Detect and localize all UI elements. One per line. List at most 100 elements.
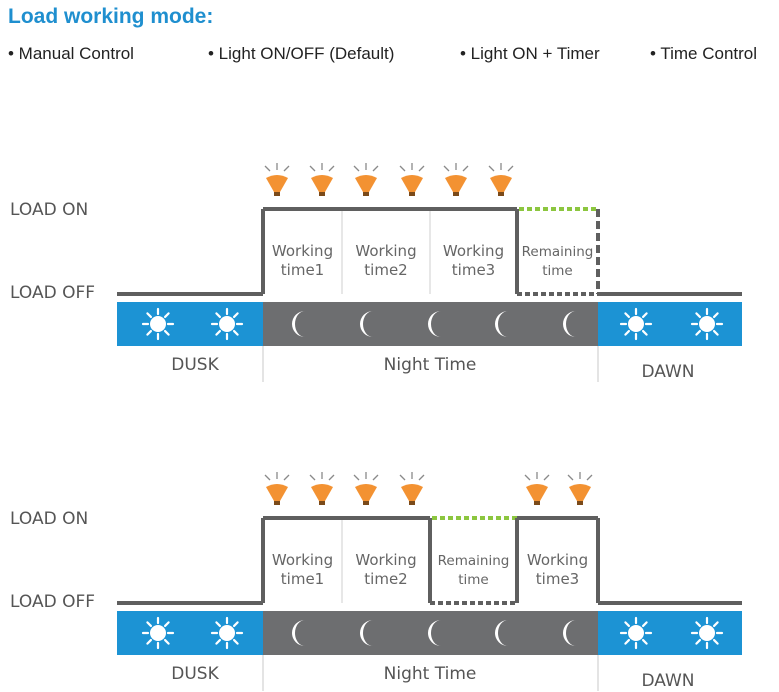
sun-ray: [624, 312, 631, 319]
sun-ray: [232, 329, 239, 336]
moon-icon: [292, 620, 305, 646]
mode-time-control: • Time Control: [650, 44, 758, 63]
segment-label-line1: Working: [443, 242, 504, 260]
segment-label-line2: time: [542, 263, 573, 279]
sun-ray: [163, 329, 170, 336]
bulb-ray: [462, 165, 469, 172]
sun-ray: [215, 312, 222, 319]
bulb-base: [534, 501, 540, 505]
bulb-base: [363, 192, 369, 196]
light-bulb-icon: [399, 163, 425, 196]
segment-label-line2: time3: [452, 261, 495, 279]
mode-light-on-off: • Light ON/OFF (Default): [208, 44, 395, 63]
bulb-ray: [567, 474, 574, 481]
sun-ray: [624, 638, 631, 645]
bulb-ray: [399, 474, 406, 481]
bulb-ray: [543, 474, 550, 481]
segment-label-line1: Working: [527, 551, 588, 569]
dusk-label: DUSK: [171, 355, 219, 375]
bulb-base: [409, 192, 415, 196]
bulb-ray: [264, 165, 271, 172]
moon-icon: [292, 311, 305, 337]
segment-label-line2: time1: [281, 570, 324, 588]
load-off-label: LOAD OFF: [10, 592, 95, 612]
sun-icon: [141, 616, 175, 650]
light-bulb-icon: [309, 163, 335, 196]
moon-icon: [360, 620, 373, 646]
sun-ray: [215, 621, 222, 628]
night-time-label: Night Time: [384, 664, 477, 684]
bulb-glass: [401, 484, 423, 501]
moon-icon: [428, 311, 441, 337]
segment-label-line2: time2: [364, 261, 407, 279]
bulb-ray: [372, 165, 379, 172]
load-off-label: LOAD OFF: [10, 283, 95, 303]
sun-ray: [641, 312, 648, 319]
bulb-glass: [445, 175, 467, 192]
night-time-label: Night Time: [384, 355, 477, 375]
sun-ray: [641, 638, 648, 645]
bulb-ray: [586, 474, 593, 481]
sun-icon: [619, 307, 653, 341]
sun-ray: [163, 638, 170, 645]
bulb-ray: [399, 165, 406, 172]
mode-manual-control: • Manual Control: [8, 44, 134, 63]
light-bulb-icon: [264, 472, 290, 505]
moon-icon: [495, 311, 508, 337]
bulb-ray: [264, 474, 271, 481]
light-bulb-icon: [353, 163, 379, 196]
bulb-ray: [283, 165, 290, 172]
bulb-base: [453, 192, 459, 196]
bulb-ray: [353, 165, 360, 172]
moon-icon: [563, 620, 576, 646]
bulb-ray: [443, 165, 450, 172]
moon-shape: [563, 620, 576, 646]
dawn-label: DAWN: [641, 362, 694, 382]
load-on-label: LOAD ON: [10, 200, 88, 220]
segment-label-line1: Remaining: [522, 244, 594, 260]
bulb-ray: [328, 165, 335, 172]
mode-light-on-timer: • Light ON + Timer: [460, 44, 600, 63]
segment-label-line1: Working: [355, 242, 416, 260]
sun-disc: [628, 625, 644, 641]
bulb-glass: [311, 175, 333, 192]
sun-ray: [146, 312, 153, 319]
light-bulb-icon: [443, 163, 469, 196]
bulb-base: [274, 501, 280, 505]
dawn-label: DAWN: [641, 671, 694, 691]
moon-shape: [428, 311, 441, 337]
bulb-ray: [309, 474, 316, 481]
sun-icon: [210, 307, 244, 341]
bulb-base: [274, 192, 280, 196]
bulb-ray: [418, 474, 425, 481]
sun-icon: [619, 616, 653, 650]
bulb-ray: [353, 474, 360, 481]
bulb-glass: [355, 175, 377, 192]
bulb-glass: [266, 175, 288, 192]
bulb-base: [363, 501, 369, 505]
bulb-base: [577, 501, 583, 505]
bulb-ray: [309, 165, 316, 172]
sun-ray: [695, 621, 702, 628]
page-title: Load working mode:: [8, 5, 214, 28]
sun-ray: [232, 312, 239, 319]
moon-shape: [495, 620, 508, 646]
light-bulb-icon: [567, 472, 593, 505]
sun-ray: [624, 621, 631, 628]
sun-ray: [641, 621, 648, 628]
timing-diagram-1: LOAD ON LOAD OFF DUSK Night Time DAWN Working…: [10, 163, 742, 382]
bulb-base: [319, 501, 325, 505]
sun-ray: [712, 312, 719, 319]
sun-ray: [163, 312, 170, 319]
segment-label-line2: time3: [536, 570, 579, 588]
sun-disc: [150, 625, 166, 641]
bulb-glass: [311, 484, 333, 501]
moon-shape: [428, 620, 441, 646]
moon-icon: [495, 620, 508, 646]
sun-icon: [690, 307, 724, 341]
segment-label-line2: time: [458, 572, 489, 588]
bulb-ray: [507, 165, 514, 172]
segment-label-line2: time2: [364, 570, 407, 588]
